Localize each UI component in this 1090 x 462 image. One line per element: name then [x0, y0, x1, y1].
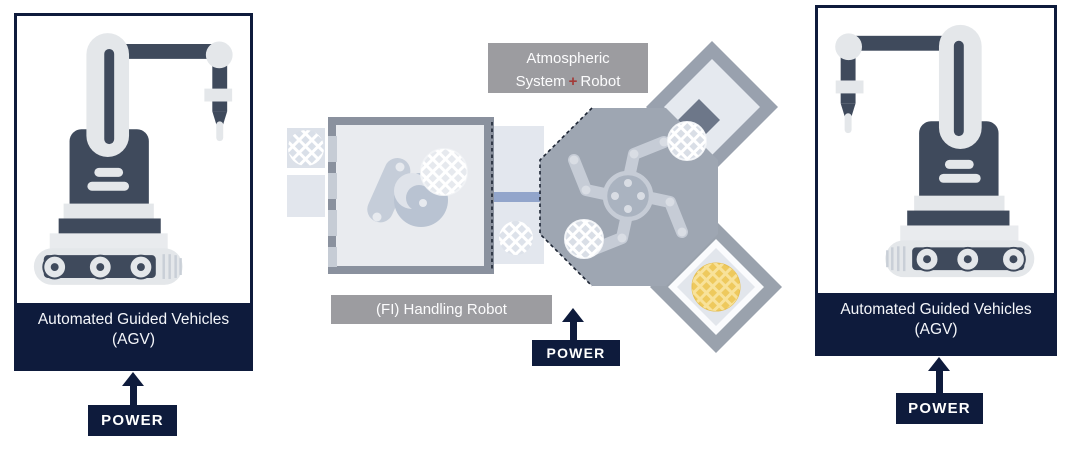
octagon-wafer-mesh-top-icon	[667, 121, 707, 161]
agv-robot-icon	[835, 24, 1035, 278]
chamber-hinges	[328, 136, 337, 267]
atmospheric-system-label: Atmospheric System+Robot	[488, 43, 648, 93]
agv-title-line1: Automated Guided Vehicles	[37, 311, 230, 328]
power-label-left: POWER	[88, 405, 177, 436]
arrow-head-icon	[928, 357, 950, 371]
power-arrow-center	[562, 308, 584, 340]
port-wafer-mesh-icon	[288, 130, 324, 166]
power-label-center: POWER	[532, 340, 620, 366]
arrow-shaft	[935, 371, 943, 394]
power-arrow-right	[928, 357, 950, 394]
power-label-right: POWER	[896, 393, 983, 424]
octagon-chamber	[539, 107, 718, 287]
agv-title-band: Automated Guided Vehicles (AGV)	[818, 293, 1054, 356]
vacuum-boundary-dashed-line	[539, 107, 593, 287]
octagon-wafer-mesh-bottom-icon	[564, 219, 604, 259]
handling-chamber	[328, 117, 494, 274]
arrow-head-icon	[122, 372, 144, 386]
agv-title-line1: Automated Guided Vehicles	[840, 301, 1032, 318]
agv-robot-icon	[33, 33, 233, 285]
power-arrow-left	[122, 372, 144, 406]
agv-title-band: Automated Guided Vehicles (AGV)	[17, 303, 250, 368]
track-ridges	[162, 254, 182, 279]
agv-title-line2: (AGV)	[914, 321, 958, 339]
arrow-shaft	[569, 322, 577, 340]
agv-title-line2: (AGV)	[111, 331, 156, 349]
agv-card-right: Automated Guided Vehicles (AGV)	[815, 5, 1057, 356]
arrow-head-icon	[562, 308, 584, 322]
arrow-shaft	[129, 386, 137, 406]
handling-robot-label: (FI) Handling Robot	[331, 295, 552, 324]
robot-hub-icon	[602, 170, 654, 222]
wafer-yellow-mesh-icon	[691, 262, 741, 312]
tunnel-wafer-mesh-icon	[499, 221, 533, 255]
agv-card-left: Automated Guided Vehicles (AGV)	[14, 13, 253, 371]
track-wheels	[42, 254, 154, 280]
chamber-wafer-mesh-icon	[420, 148, 468, 196]
transfer-tunnel	[488, 126, 544, 264]
tunnel-blue-bar	[488, 192, 542, 202]
plus-sign: +	[568, 73, 578, 91]
load-ports	[287, 128, 325, 217]
